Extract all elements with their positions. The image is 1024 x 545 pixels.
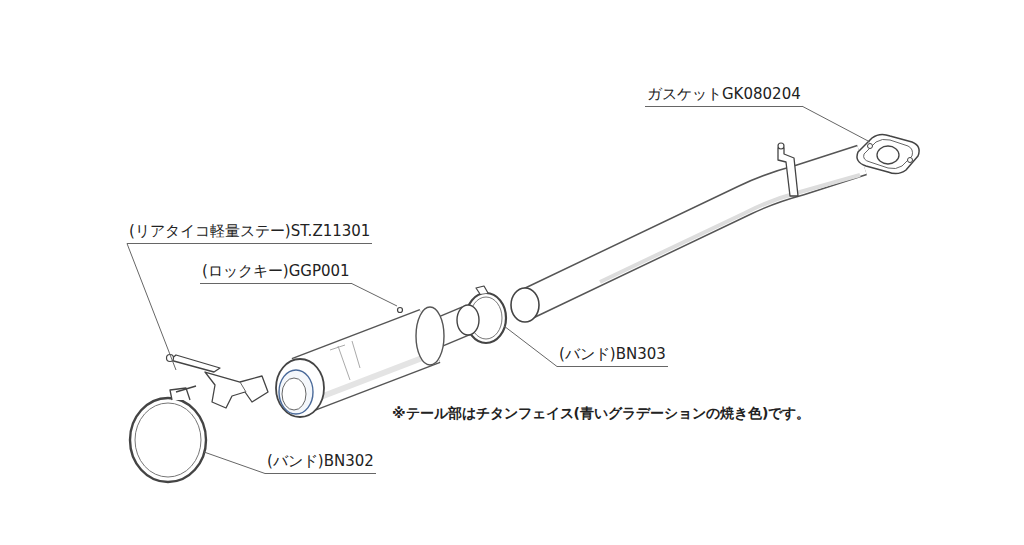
part-label: (ロックキー)GGP001 xyxy=(200,261,352,284)
leader-line xyxy=(803,107,870,143)
part-label: ガスケットGK080204 xyxy=(645,84,803,107)
front-pipe xyxy=(525,160,862,305)
label-holder: (リアタイコ軽量ステー)ST.Z11301 xyxy=(127,221,372,244)
label-holder: ガスケットGK080204 xyxy=(645,84,803,107)
label-holder: (バンド)BN303 xyxy=(557,344,668,367)
titanium-tail xyxy=(276,359,324,417)
pipe-inlet xyxy=(511,288,539,322)
rear-stay xyxy=(170,355,220,372)
lock-key xyxy=(398,308,403,313)
label-holder: (バンド)BN302 xyxy=(265,451,376,474)
part-label: (リアタイコ軽量ステー)ST.Z11301 xyxy=(127,221,372,244)
part-label: (バンド)BN303 xyxy=(557,344,668,367)
part-label: (バンド)BN302 xyxy=(265,451,376,474)
pipe-bracket xyxy=(778,148,798,196)
leader-line xyxy=(204,452,265,474)
note-text: ※テール部はチタンフェイス(青いグラデーションの焼き色)です。 xyxy=(390,403,812,425)
leader-line xyxy=(127,244,176,371)
band-bn302 xyxy=(130,398,206,482)
leader-line xyxy=(352,284,397,307)
leader-line xyxy=(504,326,557,367)
label-holder: (ロックキー)GGP001 xyxy=(200,261,352,284)
label-holder: ※テール部はチタンフェイス(青いグラデーションの焼き色)です。 xyxy=(390,403,812,425)
